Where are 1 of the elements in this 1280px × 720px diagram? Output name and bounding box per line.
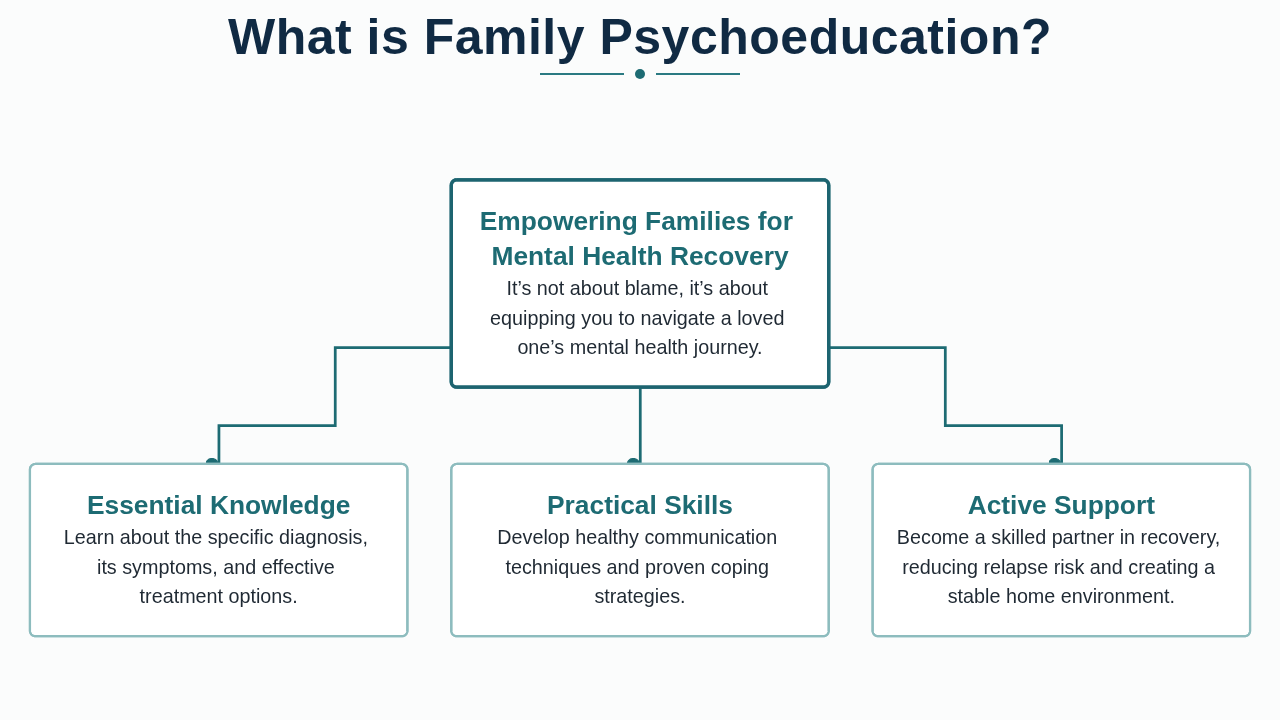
title: What is Family Psychoeducation?	[228, 8, 1052, 66]
